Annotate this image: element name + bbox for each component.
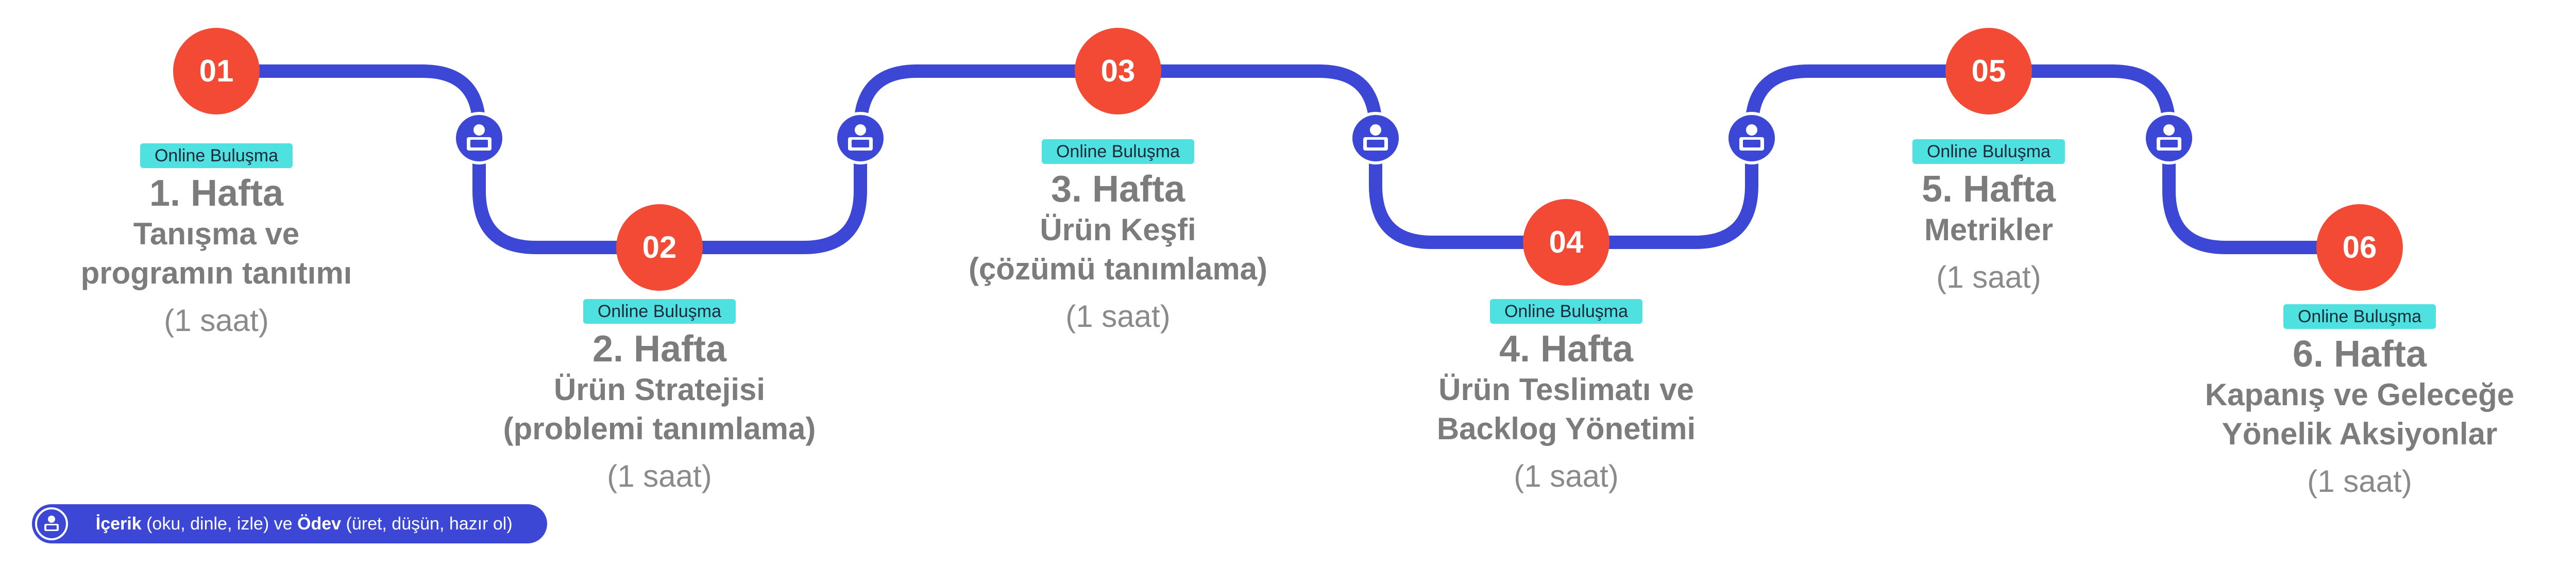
milestone-circle [1945, 28, 2032, 114]
user-laptop-icon [834, 112, 887, 164]
milestone-circle [616, 204, 703, 291]
legend: İçerik (oku, dinle, izle) ve Ödev (üret,… [32, 504, 547, 543]
milestone-06: 06 [2316, 204, 2403, 291]
week-duration: (1 saat) [2307, 464, 2412, 499]
milestone-number: 06 [2343, 230, 2377, 264]
legend-content-label: İçerik [95, 514, 142, 534]
user-laptop-icon [35, 507, 68, 540]
milestone-04: 04 [1523, 199, 1609, 286]
milestone-circle [2316, 204, 2403, 291]
week-duration: (1 saat) [1936, 260, 2041, 294]
week-duration: (1 saat) [607, 459, 712, 493]
legend-content-text: (oku, dinle, izle) ve [141, 514, 298, 534]
week-title: 1. Hafta [149, 173, 284, 214]
online-meeting-badge: Online Buluşma [1912, 139, 2065, 164]
week-subtitle: Ürün Stratejisi (problemi tanımlama) [503, 372, 816, 446]
milestone-02: 02 [616, 204, 703, 291]
week-subtitle: Ürün Keşfi (çözümü tanımlama) [968, 212, 1268, 286]
legend-assignment-label: Ödev [297, 514, 342, 534]
online-meeting-badge: Online Buluşma [140, 143, 293, 168]
online-meeting-badge: Online Buluşma [1489, 299, 1642, 324]
week-duration: (1 saat) [164, 303, 269, 338]
week-duration: (1 saat) [1065, 299, 1171, 334]
online-meeting-badge: Online Buluşma [583, 299, 736, 324]
week-subtitle: Metrikler [1924, 212, 2054, 247]
online-meeting-badge: Online Buluşma [2283, 304, 2436, 329]
week-title: 3. Hafta [1050, 169, 1185, 210]
user-laptop-icon [2143, 112, 2195, 164]
week-title: 5. Hafta [1921, 169, 2056, 210]
milestone-circle [1075, 28, 1161, 114]
milestone-03: 03 [1075, 28, 1161, 114]
legend-assignment-text: (üret, düşün, hazır ol) [341, 514, 513, 534]
milestone-number: 04 [1549, 225, 1584, 259]
user-laptop-icon [1725, 112, 1778, 164]
user-laptop-icon [453, 112, 505, 164]
week-title: 2. Hafta [592, 328, 727, 370]
online-meeting-badge: Online Buluşma [1041, 139, 1194, 164]
week-subtitle: Ürün Teslimatı ve Backlog Yönetimi [1436, 372, 1696, 446]
milestone-number: 02 [642, 230, 677, 264]
milestone-circle [1523, 199, 1609, 286]
week-subtitle: Kapanış ve Geleceğe Yönelik Aksiyonlar [2205, 377, 2515, 451]
week-subtitle: Tanışma ve programın tanıtımı [80, 217, 352, 290]
milestone-number: 03 [1101, 54, 1136, 88]
milestone-05: 05 [1945, 28, 2032, 114]
milestone-01: 01 [173, 28, 260, 114]
user-laptop-icon [1349, 112, 1402, 164]
milestone-number: 01 [199, 54, 234, 88]
week-duration: (1 saat) [1514, 459, 1619, 493]
week-title: 4. Hafta [1499, 328, 1634, 370]
milestone-number: 05 [1972, 54, 2006, 88]
week-title: 6. Hafta [2292, 334, 2427, 375]
milestone-circle [173, 28, 260, 114]
